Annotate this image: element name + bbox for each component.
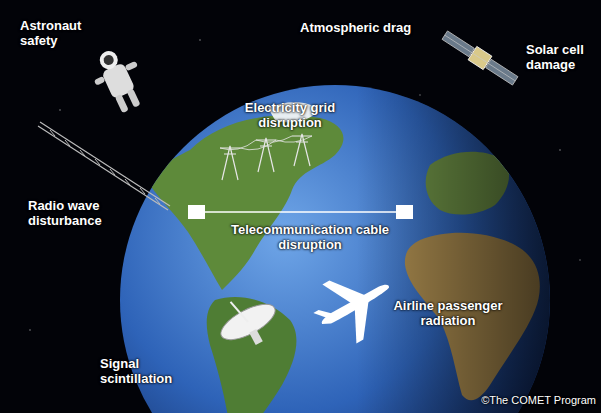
- impact-label: Solar cell damage: [526, 42, 596, 72]
- airplane: [303, 256, 405, 354]
- impact-label: Atmospheric drag: [300, 20, 430, 35]
- telecom-cable: [188, 205, 413, 219]
- impact-label: Airline passenger radiation: [392, 298, 504, 328]
- copyright-note: ©The COMET Program: [466, 393, 596, 408]
- satellite-dish: [209, 285, 285, 357]
- satellite: [440, 28, 519, 87]
- impact-label: Electricity grid disruption: [225, 100, 355, 130]
- impact-label: Radio wave disturbance: [28, 198, 123, 228]
- radio-tower: [38, 122, 170, 210]
- continents: [120, 85, 550, 413]
- impact-label: Telecommunication cable disruption: [215, 222, 405, 252]
- impact-label: Astronaut safety: [20, 18, 100, 48]
- impact-label: Signal scintillation: [100, 356, 190, 386]
- earth-globe: [120, 85, 550, 413]
- astronaut: [85, 42, 153, 119]
- power-grid: [220, 134, 312, 180]
